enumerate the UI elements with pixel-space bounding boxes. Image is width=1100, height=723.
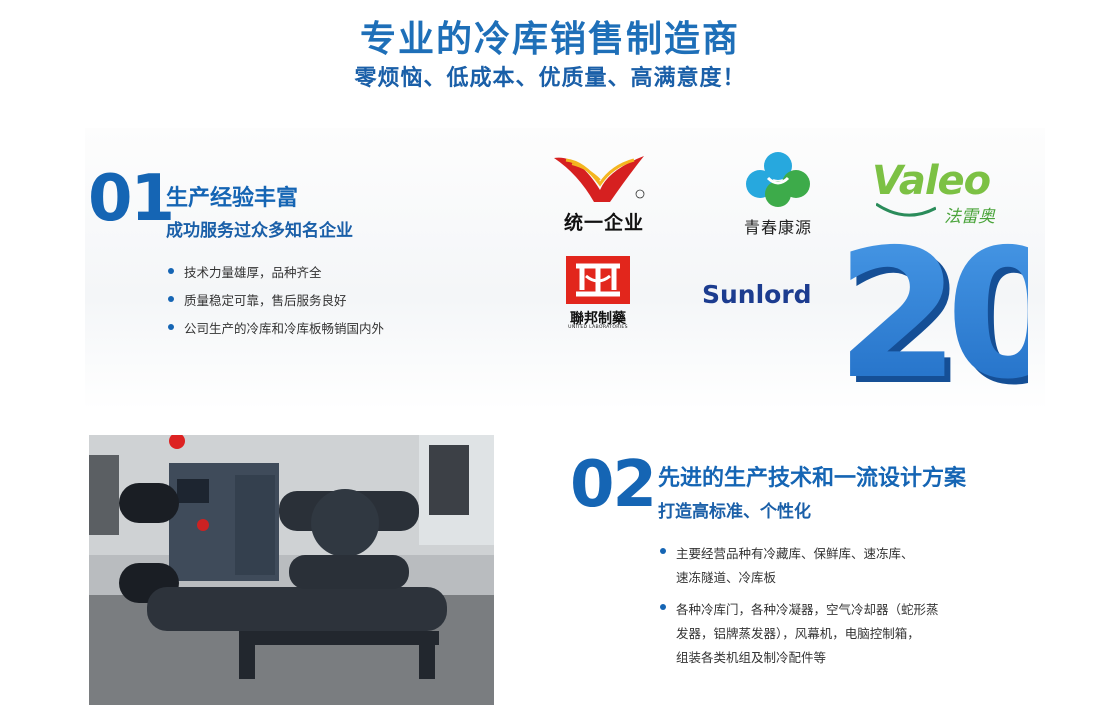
section2-number: 02: [570, 448, 657, 522]
clover-icon: [746, 152, 810, 207]
section1-subtitle: 成功服务过众多知名企业: [166, 221, 353, 241]
section2-title: 先进的生产技术和一流设计方案: [658, 466, 967, 491]
list-item: 质量稳定可靠，售后服务良好: [168, 290, 384, 318]
section1-title: 生产经验丰富: [166, 186, 299, 211]
united-cn-label: 聯邦制藥: [570, 311, 626, 327]
twenty-years-graphic: 20 20: [828, 211, 1082, 424]
list-item-line: 主要经营品种有冷藏库、保鲜库、速冻库、: [676, 546, 914, 561]
section2-subtitle: 打造高标准、个性化: [658, 502, 811, 522]
list-item-line: 发器，铝牌蒸发器），风幕机，电脑控制箱，: [676, 626, 920, 641]
list-item-line: 组装各类机组及制冷配件等: [676, 650, 827, 665]
list-item-line: 速冻隧道、冷库板: [676, 570, 777, 585]
page-subtitle: 零烦恼、低成本、优质量、高满意度！: [354, 66, 746, 91]
valeo-swoosh-icon: [876, 202, 936, 217]
section2-bullet-list: 主要经营品种有冷藏库、保鲜库、速冻库、 速冻隧道、冷库板 各种冷库门，各种冷凝器…: [660, 542, 939, 678]
list-item: 公司生产的冷库和冷库板畅销国内外: [168, 318, 384, 346]
twenty-text: 20: [836, 222, 1028, 390]
tongyi-label: 统一企业: [563, 212, 644, 234]
qingchun-logo: 青春康源: [728, 148, 828, 238]
valeo-wordmark: Valeo: [872, 158, 991, 204]
qingchun-label: 青春康源: [743, 218, 812, 237]
united-emblem-icon: [566, 256, 630, 304]
section1-background: [85, 128, 1045, 410]
list-item: 各种冷库门，各种冷凝器，空气冷却器（蛇形蒸 发器，铝牌蒸发器），风幕机，电脑控制…: [660, 598, 939, 670]
list-item-line: 各种冷库门，各种冷凝器，空气冷却器（蛇形蒸: [676, 602, 939, 617]
tongyi-logo: 统一企业: [548, 150, 660, 234]
sunlord-logo: Sunlord: [702, 280, 812, 309]
section1-bullet-list: 技术力量雄厚，品种齐全 质量稳定可靠，售后服务良好 公司生产的冷库和冷库板畅销国…: [168, 262, 384, 346]
list-item: 主要经营品种有冷藏库、保鲜库、速冻库、 速冻隧道、冷库板: [660, 542, 939, 590]
chiller-machine-image: [89, 435, 494, 705]
list-item: 技术力量雄厚，品种齐全: [168, 262, 384, 290]
section1-number: 01: [88, 162, 175, 236]
united-laboratories-logo: 聯邦制藥 UNITED LABORATORIES: [562, 256, 634, 332]
united-en-label: UNITED LABORATORIES: [568, 325, 628, 330]
chiller-product-photo: [89, 435, 494, 705]
page-title: 专业的冷库销售制造商: [359, 19, 740, 60]
tongyi-emblem-icon: [554, 156, 645, 202]
twenty-3d-graphic: 20 20: [836, 211, 1082, 424]
valeo-cn-label: 法雷奥: [944, 207, 995, 227]
valeo-logo: Valeo 法雷奥: [872, 158, 1012, 228]
